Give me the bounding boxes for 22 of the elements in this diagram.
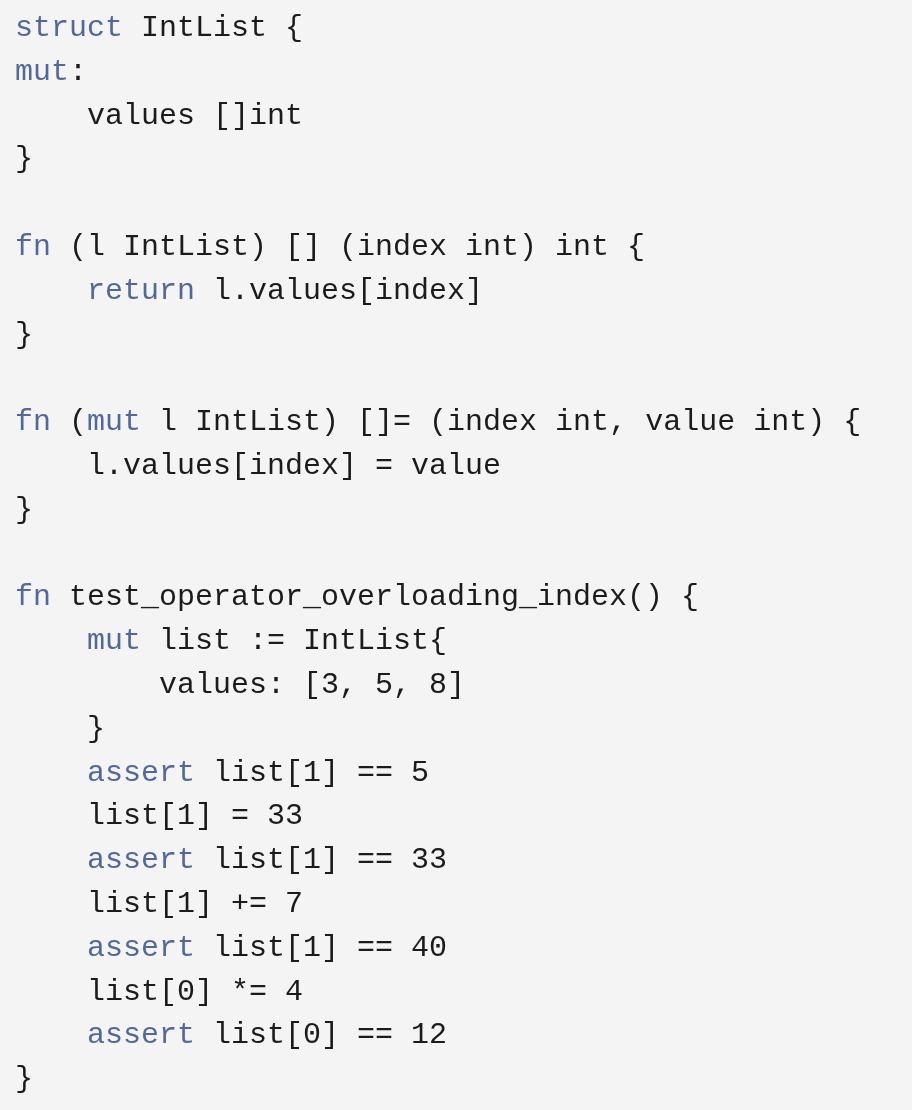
- code-line: values: [3, 5, 8]: [158, 667, 466, 703]
- code-line: assert list[0] == 12: [86, 1017, 448, 1054]
- code-line: }: [15, 141, 33, 178]
- code-line: }: [86, 710, 105, 747]
- code-line: list[1] = 33: [86, 798, 304, 835]
- code-line: fn (mut l IntList) []= (index int, value int) {: [15, 404, 862, 441]
- code-line: mut list := IntList{: [86, 623, 448, 660]
- code-line: fn test_operator_overloading_index() {: [15, 579, 700, 616]
- code-line: l.values[index] = value: [86, 448, 502, 484]
- code-line: return l.values[index]: [86, 272, 484, 309]
- code-line: list[1] += 7: [86, 886, 304, 922]
- code-line: values []int: [86, 97, 304, 134]
- code-line: }: [15, 316, 33, 353]
- code-line: struct IntList {: [15, 10, 304, 46]
- code-line: }: [15, 491, 33, 528]
- code-line: mut:: [15, 53, 88, 90]
- code-line: fn (l IntList) [] (index int) int {: [15, 229, 646, 265]
- code-line: }: [15, 1061, 33, 1098]
- code-line: assert list[1] == 40: [86, 929, 448, 966]
- code-line: assert list[1] == 33: [86, 842, 448, 879]
- code-line: assert list[1] == 5: [86, 754, 430, 791]
- code-line: list[0] *= 4: [86, 973, 304, 1010]
